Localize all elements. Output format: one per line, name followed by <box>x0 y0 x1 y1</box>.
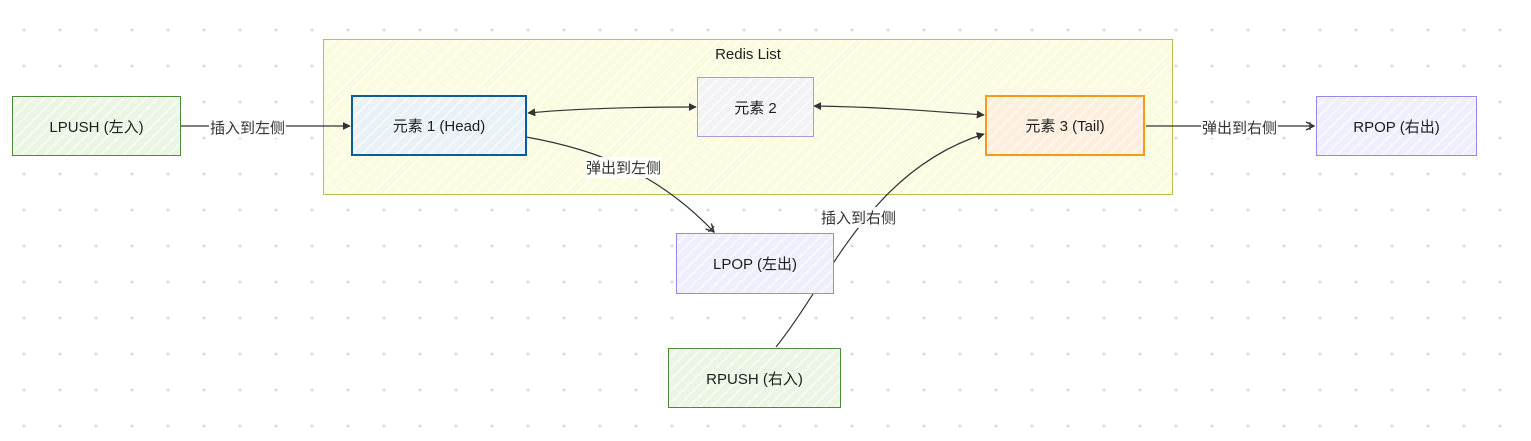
edge-label-rpush: 插入到右侧 <box>820 207 898 228</box>
lpush-label: LPUSH (左入) <box>49 118 144 136</box>
rpush-label: RPUSH (右入) <box>706 370 803 388</box>
edge-head-to-lpop <box>525 136 714 232</box>
group-title: Redis List <box>715 46 781 63</box>
rpush-node[interactable]: RPUSH (右入) <box>668 348 841 408</box>
rpop-label: RPOP (右出) <box>1353 118 1440 136</box>
tail-node[interactable]: 元素 3 (Tail) <box>985 95 1145 156</box>
edge-rpush-to-tail <box>775 132 985 348</box>
edge-head-mid <box>527 103 697 117</box>
head-label: 元素 1 (Head) <box>392 118 486 135</box>
head-node[interactable]: 元素 1 (Head) <box>351 95 527 156</box>
lpop-node[interactable]: LPOP (左出) <box>676 233 834 294</box>
edge-label-lpush: 插入到左侧 <box>209 117 287 138</box>
lpush-node[interactable]: LPUSH (左入) <box>12 96 181 156</box>
lpop-label: LPOP (左出) <box>713 256 797 273</box>
mid-node[interactable]: 元素 2 <box>697 77 814 137</box>
edge-label-rpop: 弹出到右侧 <box>1201 117 1279 138</box>
tail-label: 元素 3 (Tail) <box>1025 118 1105 135</box>
rpop-node[interactable]: RPOP (右出) <box>1316 96 1477 156</box>
edge-mid-tail <box>813 102 985 119</box>
edge-label-lpop: 弹出到左侧 <box>585 157 663 178</box>
mid-label: 元素 2 <box>734 99 777 117</box>
